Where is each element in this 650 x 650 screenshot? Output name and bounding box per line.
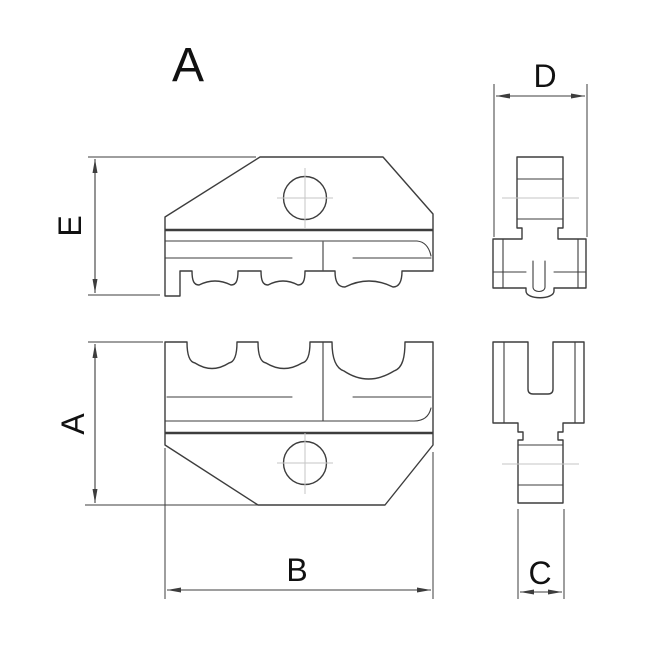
dimension-e: E bbox=[52, 156, 256, 296]
upper-die-side-slot-inner bbox=[532, 260, 546, 293]
dimension-b: B bbox=[164, 448, 434, 599]
upper-die-side-view bbox=[492, 156, 587, 299]
section-title: A bbox=[172, 39, 204, 92]
upper-die-band-line bbox=[164, 240, 432, 257]
dim-a-label: A bbox=[55, 413, 91, 435]
lower-die-side-view bbox=[492, 341, 585, 504]
dimension-d: D bbox=[493, 58, 588, 237]
dim-c-label: C bbox=[528, 555, 551, 591]
upper-die-front-view bbox=[164, 156, 434, 297]
lower-die-outline bbox=[164, 341, 434, 506]
upper-die-side-outline bbox=[492, 156, 587, 299]
dim-b-label: B bbox=[286, 552, 307, 588]
lower-die-side-outline bbox=[492, 341, 585, 504]
dimension-a: A bbox=[55, 341, 258, 506]
upper-die-outline bbox=[164, 156, 434, 297]
lower-die-band-line bbox=[164, 407, 432, 422]
lower-die-front-view bbox=[164, 341, 434, 506]
dimension-c: C bbox=[517, 509, 565, 599]
dim-d-label: D bbox=[533, 58, 556, 94]
dim-e-label: E bbox=[52, 215, 88, 236]
